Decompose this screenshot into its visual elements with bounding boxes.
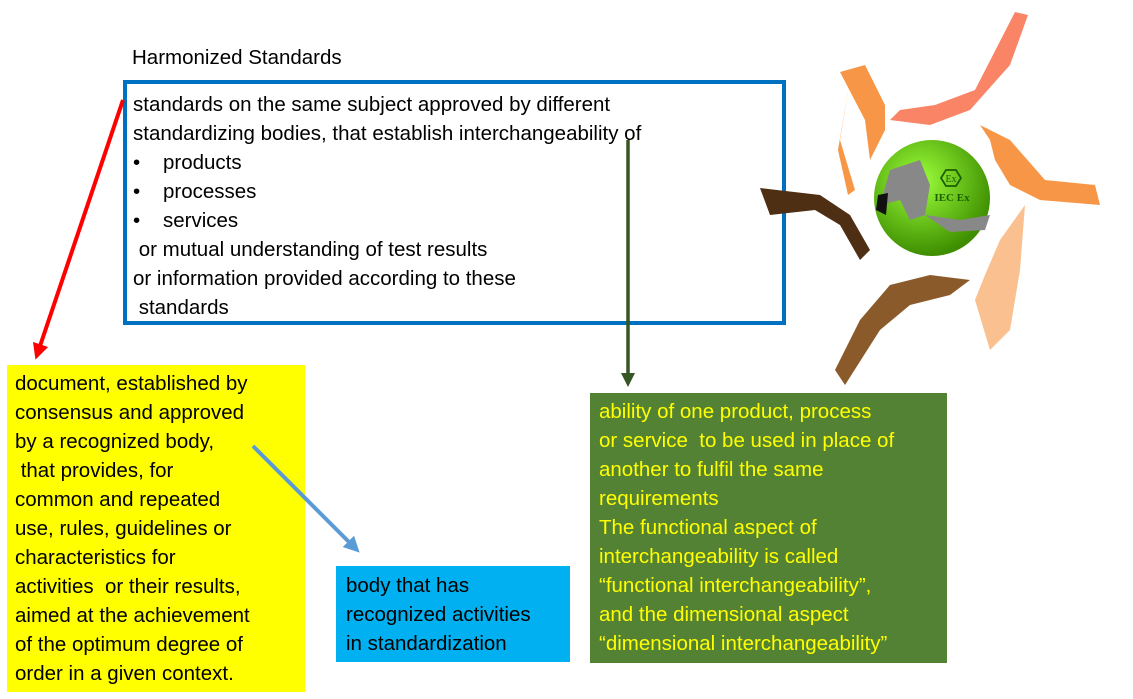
text-line: and the dimensional aspect [599,603,849,626]
logo-text: IEC Ex [934,192,970,204]
text-line: in standardization [346,632,507,655]
standard-definition-box: document, established by consensus and ap… [7,365,305,692]
text-line: another to fulfil the same [599,458,824,481]
text-line: “functional interchangeability”, [599,574,872,597]
iecex-hands-globe-logo: Ex IEC Ex [760,12,1100,385]
text-line: that provides, for [15,459,174,482]
bullet-text: products [163,151,242,174]
text-line: aimed at the achievement [15,604,250,627]
hands-icon [760,12,1100,385]
text-line: recognized activities [346,603,531,626]
text-line: ability of one product, process [599,400,872,423]
text-line: body that has [346,574,470,597]
bullet-item: • services [133,206,641,235]
bullet-icon: • [133,151,141,174]
text-line: characteristics for [15,546,176,569]
globe-icon: Ex IEC Ex [874,140,990,256]
definition-line: standardizing bodies, that establish int… [133,122,642,145]
bullet-text: processes [163,180,257,203]
bullet-icon: • [133,180,141,203]
definition-line: standards on the same subject approved b… [133,93,611,116]
text-line: The functional aspect of [599,516,817,539]
logo-mark: Ex [945,174,956,185]
definition-line: or mutual understanding of test results [133,238,488,261]
slide-title: Harmonized Standards [132,46,342,69]
harmonized-standards-definition-box: standards on the same subject approved b… [123,80,786,325]
interchangeability-definition-box: ability of one product, process or servic… [590,393,947,663]
text-line: “dimensional interchangeability” [599,632,888,655]
text-line: or service to be used in place of [599,429,895,452]
text-line: requirements [599,487,719,510]
text-line: use, rules, guidelines or [15,517,232,540]
definition-line: or information provided according to the… [133,267,516,290]
bullet-icon: • [133,209,141,232]
definition-line: standards [133,296,229,319]
text-line: of the optimum degree of [15,633,243,656]
text-line: interchangeability is called [599,545,839,568]
bullet-item: • processes [133,177,641,206]
text-line: by a recognized body, [15,430,215,453]
text-line: document, established by [15,372,248,395]
text-line: consensus and approved [15,401,245,424]
text-line: activities or their results, [15,575,241,598]
text-line: order in a given context. [15,662,234,685]
red-arrow [32,99,125,360]
standardizing-body-definition-box: body that has recognized activities in sta… [336,566,570,662]
bullet-text: services [163,209,239,232]
blue-arrow [251,444,360,553]
text-line: common and repeated [15,488,221,511]
bullet-item: • products [133,148,641,177]
